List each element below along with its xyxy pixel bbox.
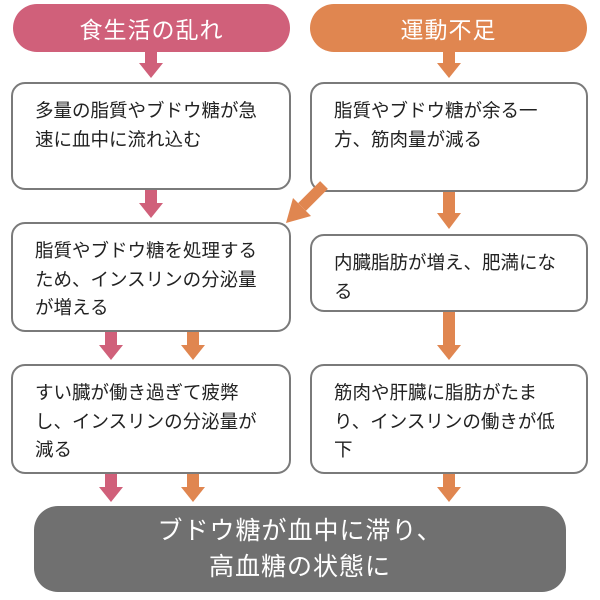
- conclusion-line-1: ブドウ糖が血中に滞り、: [157, 515, 443, 545]
- box-left-2: 脂質やブドウ糖を処理するため、インスリンの分泌量が増える: [11, 222, 291, 332]
- arrow-left-2-down-orange: [181, 332, 205, 360]
- box-left-3: すい臓が働き過ぎて疲弊し、インスリンの分泌量が減る: [11, 364, 291, 474]
- header-lack-of-exercise: 運動不足: [310, 4, 587, 52]
- box-right-1: 脂質やブドウ糖が余る一方、筋肉量が減る: [310, 82, 588, 192]
- arrow-left-1-down: [139, 190, 163, 218]
- conclusion-box: ブドウ糖が血中に滞り、 高血糖の状態に: [34, 506, 566, 592]
- header-diet-disorder: 食生活の乱れ: [13, 4, 290, 52]
- conclusion-line-2: 高血糖の状態に: [208, 552, 391, 581]
- box-right-2: 内臓脂肪が増え、肥満になる: [310, 234, 588, 312]
- arrow-right-1-down: [437, 192, 461, 229]
- arrow-left-2-down-pink: [99, 332, 123, 360]
- arrow-left-3-down-orange: [181, 474, 205, 502]
- arrow-right-header-down: [437, 52, 461, 78]
- box-left-1: 多量の脂質やブドウ糖が急速に血中に流れ込む: [11, 82, 291, 190]
- arrow-right-3-down: [437, 474, 461, 502]
- arrow-right-2-down: [437, 312, 461, 360]
- arrow-left-header-down: [139, 52, 163, 78]
- box-right-3: 筋肉や肝臓に脂肪がたまり、インスリンの働きが低下: [310, 364, 588, 474]
- arrow-left-3-down-pink: [99, 474, 123, 502]
